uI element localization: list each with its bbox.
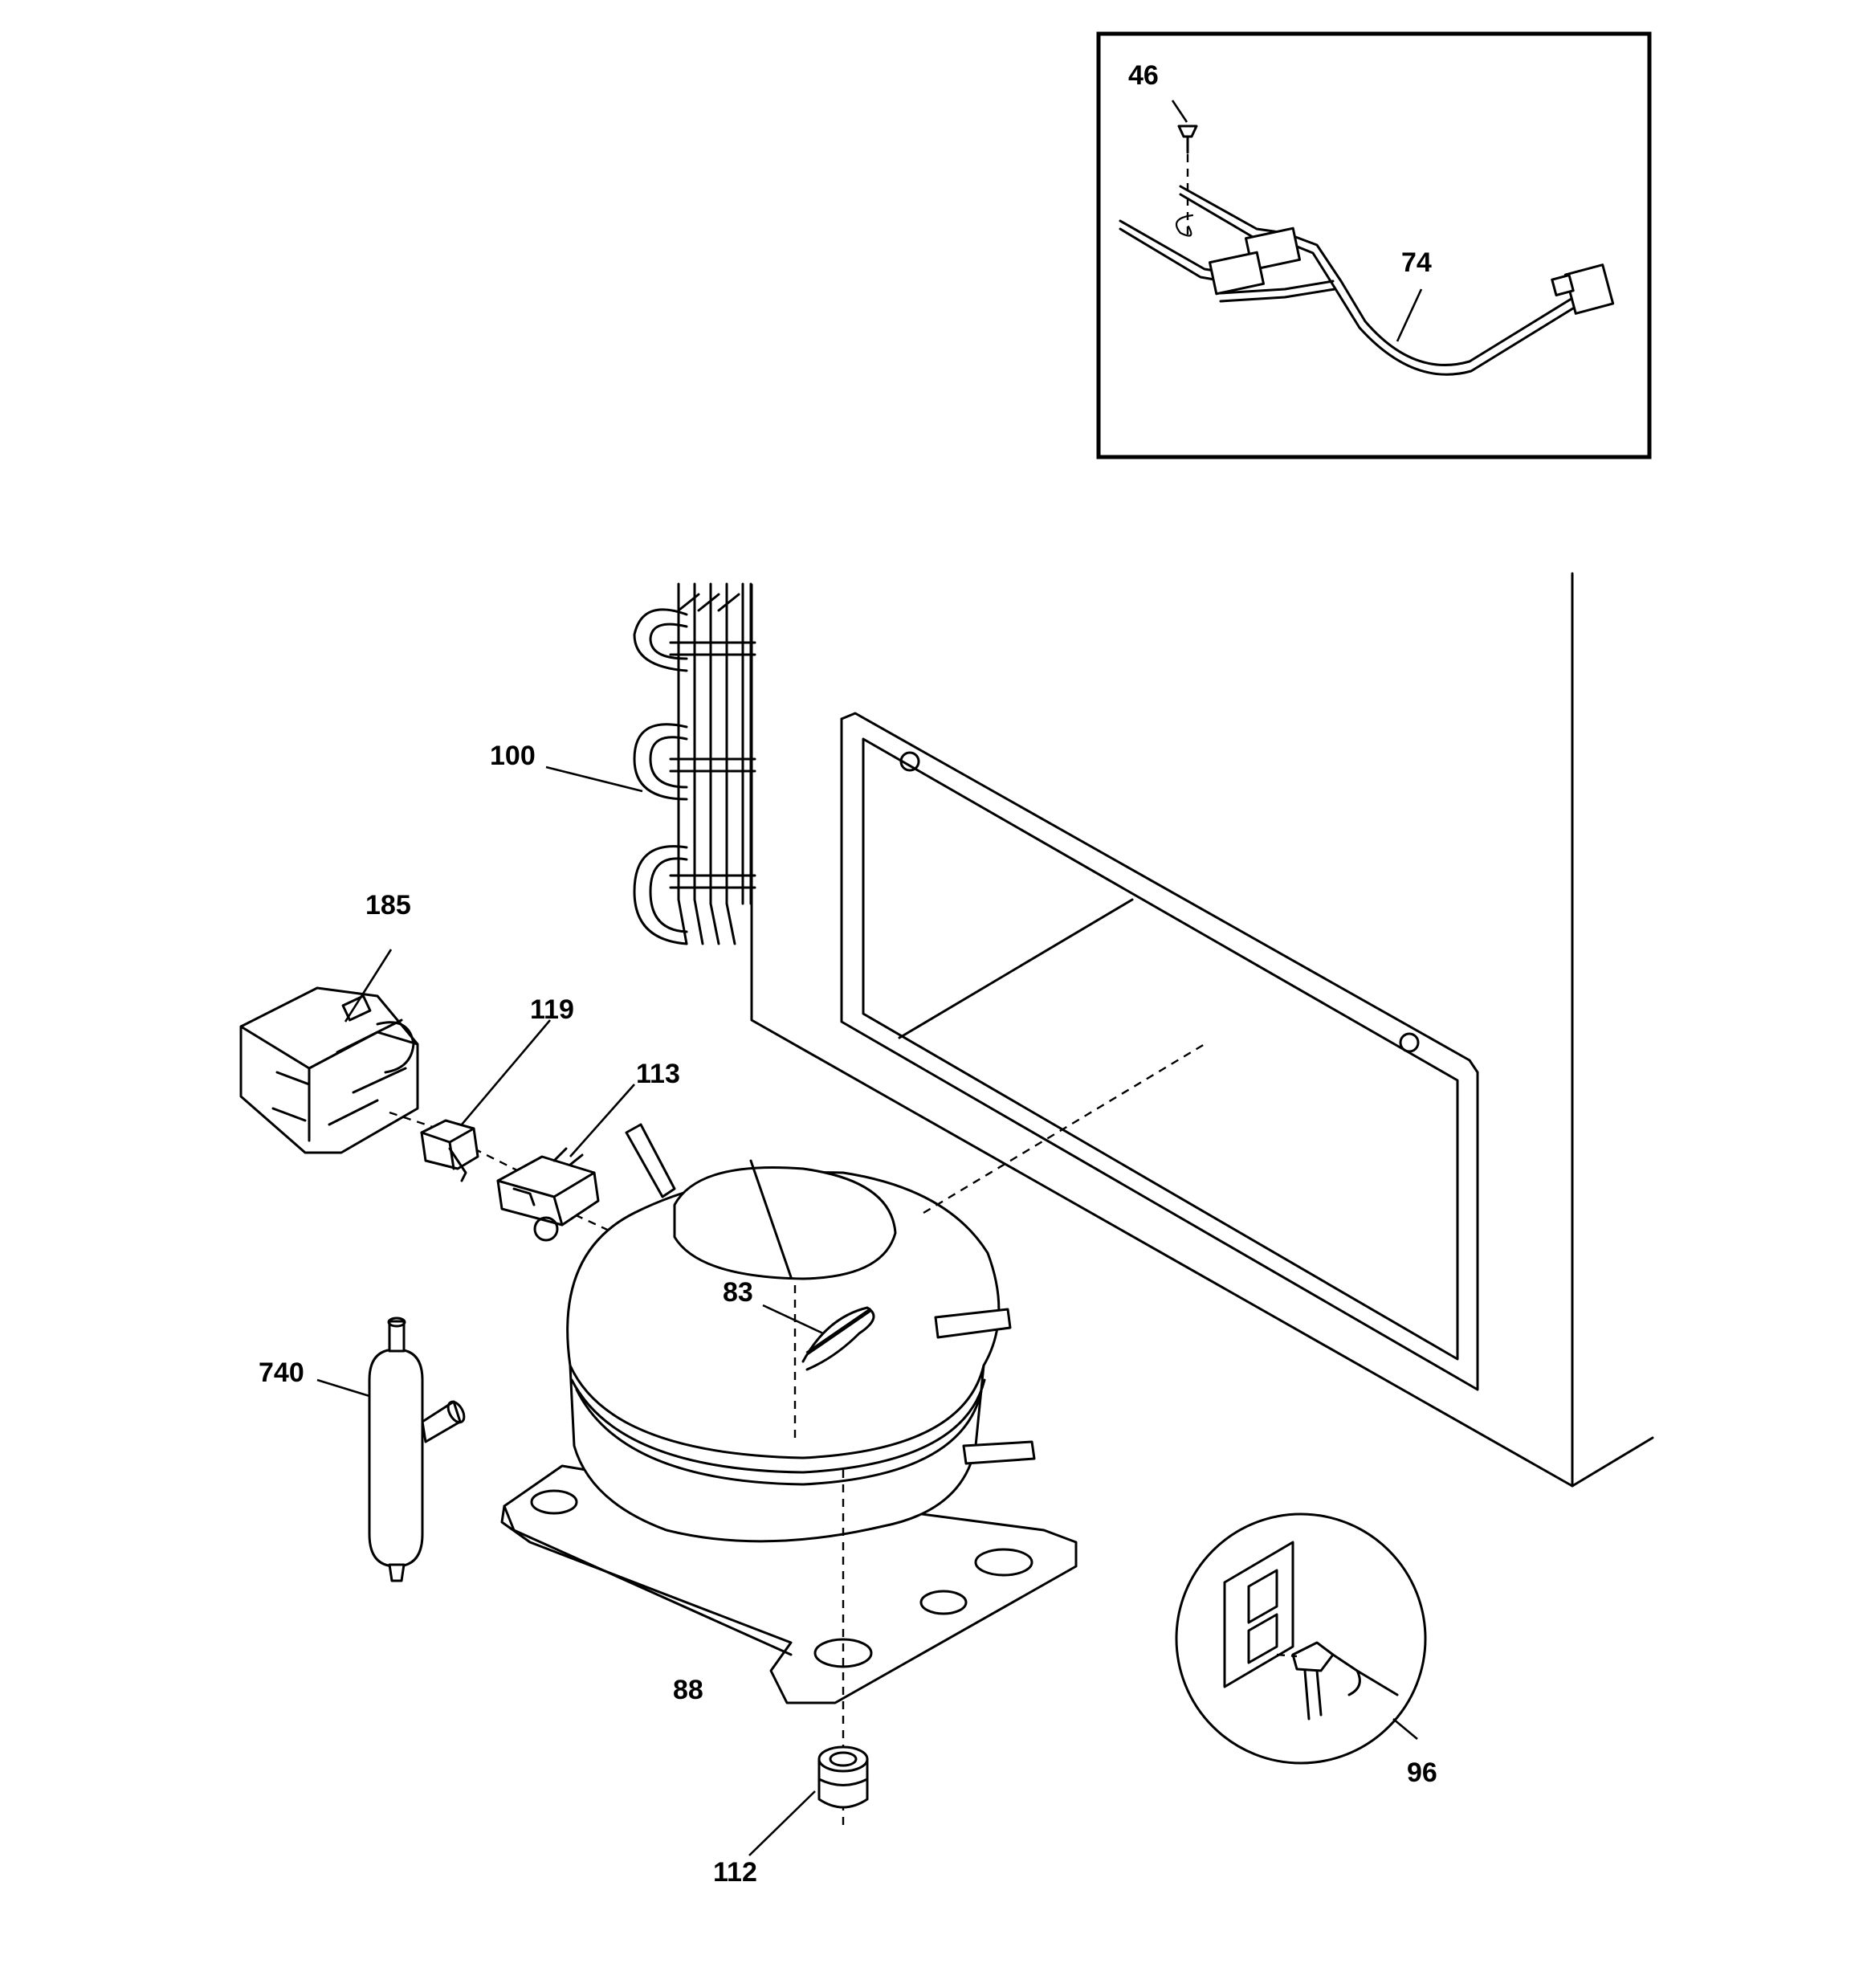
leader-74 [1396, 288, 1423, 342]
label-part-112: 112 [713, 1857, 757, 1888]
label-part-83: 83 [723, 1277, 753, 1308]
mount-dashed-axis [923, 1043, 1205, 1214]
tie-wrap-part-83 [801, 1306, 875, 1371]
inset-frame [1096, 31, 1652, 459]
part-labels: 46 74 100 185 119 113 83 740 88 112 96 [259, 60, 1437, 1888]
leader-83 [762, 1304, 824, 1335]
label-part-119: 119 [530, 994, 574, 1025]
screw-part-46 [1177, 125, 1198, 241]
drier-part-740 [368, 1316, 466, 1582]
label-part-88: 88 [673, 1675, 703, 1705]
condenser-part-100 [633, 582, 756, 945]
leader-119 [461, 1019, 551, 1125]
label-part-740: 740 [259, 1357, 304, 1388]
label-part-100: 100 [490, 741, 536, 771]
leader-113 [569, 1084, 635, 1157]
start-relay-part-113 [496, 1147, 600, 1242]
label-part-113: 113 [636, 1059, 680, 1089]
inset-power-cord-detail [1096, 31, 1652, 459]
overload-part-119 [420, 1119, 479, 1182]
grommet-part-112 [817, 1745, 869, 1809]
label-part-96: 96 [1407, 1757, 1437, 1788]
leader-100 [545, 765, 643, 793]
leader-lines [316, 100, 1423, 1856]
leader-112 [748, 1790, 816, 1856]
leader-46 [1171, 100, 1188, 123]
leader-96 [1392, 1718, 1418, 1740]
relay-dashed-axis [389, 1111, 615, 1235]
label-part-185: 185 [365, 890, 411, 921]
compressor-part-88 [500, 1123, 1078, 1831]
power-cord-part-74 [1119, 185, 1615, 376]
outlet-detail-part-96 [1175, 1512, 1427, 1765]
leader-185 [344, 949, 393, 1023]
label-part-46: 46 [1128, 60, 1159, 91]
label-part-74: 74 [1401, 247, 1432, 278]
relay-cover-part-185 [239, 986, 419, 1154]
leader-740 [316, 1378, 370, 1398]
